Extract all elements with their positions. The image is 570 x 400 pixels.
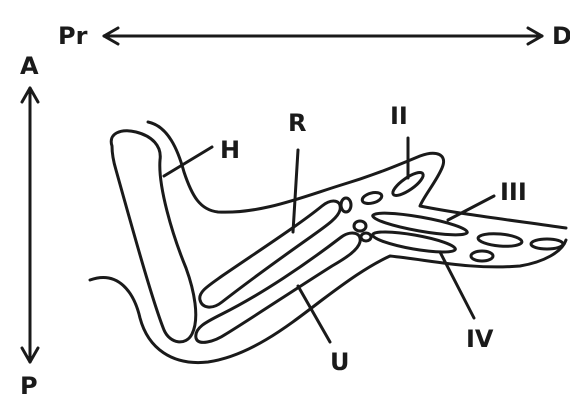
leader-lines bbox=[164, 138, 494, 342]
label-digit-4: IV bbox=[466, 325, 494, 353]
carpal-1 bbox=[341, 198, 351, 212]
proximodistal-axis bbox=[104, 28, 542, 44]
humerus-bone bbox=[111, 131, 196, 342]
label-digit-3: III bbox=[500, 178, 527, 206]
axis-label-proximal: Pr bbox=[58, 22, 88, 50]
axis-label-posterior: P bbox=[20, 372, 38, 400]
limb-top-contour bbox=[148, 122, 566, 228]
label-radius: R bbox=[288, 109, 306, 137]
label-digit-2: II bbox=[390, 102, 408, 130]
anteroposterior-axis bbox=[22, 88, 38, 362]
carpal-2 bbox=[361, 191, 383, 206]
axis-label-anterior: A bbox=[20, 52, 39, 80]
carpal-4 bbox=[361, 233, 371, 241]
axis-label-distal: D bbox=[552, 22, 570, 50]
limb-bottom-contour bbox=[90, 240, 566, 363]
carpal-3 bbox=[354, 221, 366, 231]
ulna-bone bbox=[196, 233, 360, 342]
leader-line-digit-4 bbox=[440, 252, 474, 318]
leader-line-radius bbox=[293, 150, 298, 232]
label-ulna: U bbox=[330, 348, 350, 376]
leader-line-humerus bbox=[164, 147, 212, 176]
label-humerus: H bbox=[220, 136, 240, 164]
